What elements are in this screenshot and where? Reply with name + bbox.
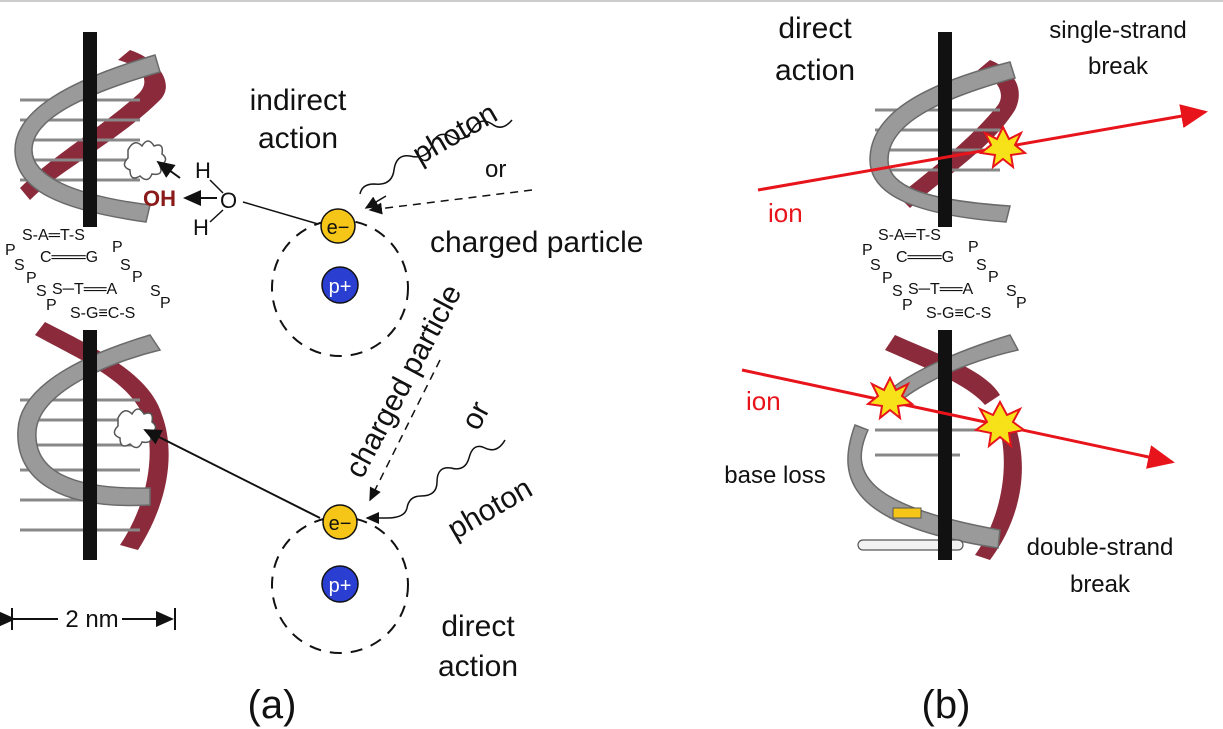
- direct-action-b-line1: direct: [778, 12, 852, 45]
- bp-row4: S-G≡C-S: [70, 305, 135, 322]
- bp-s-right-4: S: [150, 283, 161, 300]
- base-loss-label: base loss: [724, 462, 825, 489]
- water-molecule: H O H OH: [143, 158, 319, 240]
- bpb-p-right-1: P: [968, 239, 979, 256]
- panel-a: P S-A═T-S P S C═══G S P P S S─T══A S P S…: [0, 32, 643, 727]
- bp-row2: C═══G: [40, 249, 98, 266]
- bp-p-left-3: P: [26, 270, 37, 287]
- water-o: O: [220, 188, 237, 213]
- charged-particle-label-top: charged particle: [430, 226, 643, 259]
- proton-bottom: [321, 565, 359, 603]
- direct-action-a-line2: action: [438, 650, 518, 683]
- panel-b: direct action single-strand break P S-A═…: [724, 12, 1208, 727]
- bpb-row4: S-G≡C-S: [926, 305, 991, 322]
- indirect-action-line2: action: [258, 122, 338, 155]
- atom-top: e− p+: [271, 208, 409, 357]
- water-h2: H: [193, 215, 209, 240]
- dna-helix-lower-b: [847, 334, 1022, 560]
- bpb-p-left-1: P: [862, 242, 873, 259]
- caption-a: (a): [248, 683, 297, 727]
- bpb-s-left-4: S: [892, 283, 903, 300]
- hydroxyl-label: OH: [143, 186, 176, 211]
- bp-s-right-2: S: [120, 257, 131, 274]
- bp-p-right-3: P: [132, 269, 143, 286]
- proton-top-label: p+: [329, 276, 352, 298]
- ion-track-top: [757, 104, 1208, 192]
- electron-bottom-label: e−: [329, 513, 352, 535]
- dna-axis-lower-b: [938, 330, 952, 560]
- scale-bar: 2 nm: [0, 606, 176, 633]
- bpb-s-right-2: S: [976, 257, 987, 274]
- lost-base-icon: [892, 507, 922, 519]
- or-label-top: or: [485, 156, 506, 183]
- bp-row1: S-A═T-S: [22, 227, 85, 244]
- bp-p-left-5: P: [46, 297, 57, 314]
- bpb-p-right-3: P: [988, 269, 999, 286]
- dna-axis-upper-b: [938, 32, 952, 227]
- bp-p-left-1: P: [5, 242, 16, 259]
- burst-dsb-1-icon: [865, 375, 915, 421]
- bpb-p-left-3: P: [882, 270, 893, 287]
- bpb-row1: S-A═T-S: [878, 227, 941, 244]
- electron-top-label: e−: [327, 217, 350, 239]
- burst-dsb-2-icon: [973, 399, 1027, 449]
- base-pair-block-b: P S-A═T-S P S C═══G S P P S S─T══A S P S…: [862, 227, 1027, 322]
- bp-p-right-1: P: [112, 239, 123, 256]
- proton-top: [321, 266, 359, 304]
- bpb-s-left-2: S: [870, 257, 881, 274]
- ion-track-bottom: [741, 368, 1175, 469]
- bp-row3: S─T══A: [52, 281, 117, 298]
- dna-axis-lower-a: [83, 330, 97, 560]
- burst-ssb-icon: [978, 124, 1028, 170]
- electron-bottom: [322, 504, 358, 540]
- water-h1: H: [195, 158, 211, 183]
- bp-s-left-4: S: [36, 283, 47, 300]
- bp-s-left-2: S: [14, 257, 25, 274]
- photon-wave-bottom-icon: [386, 439, 506, 519]
- double-strand-break-line2: break: [1070, 571, 1131, 598]
- damage-site-upper-icon: [123, 140, 167, 181]
- single-strand-break-line2: break: [1088, 53, 1149, 80]
- direct-action-a-line1: direct: [441, 610, 515, 643]
- electron-top: [320, 208, 356, 244]
- dna-helix-upper-a: [14, 50, 166, 223]
- indirect-action-line1: indirect: [250, 84, 347, 117]
- bpb-p-right-5: P: [1016, 295, 1027, 312]
- bp-p-right-5: P: [160, 295, 171, 312]
- bpb-row2: C═══G: [896, 249, 954, 266]
- double-strand-break-line1: double-strand: [1027, 534, 1174, 561]
- atom-bottom: e− p+: [271, 504, 409, 654]
- scale-label: 2 nm: [65, 606, 118, 633]
- ion-label-bottom: ion: [746, 386, 781, 416]
- direct-action-b-line2: action: [775, 54, 855, 87]
- base-pair-block-a: P S-A═T-S P S C═══G S P P S S─T══A S P S…: [5, 227, 171, 322]
- single-strand-break-line1: single-strand: [1049, 17, 1186, 44]
- photon-label-bottom: photon: [442, 472, 538, 546]
- caption-b: (b): [922, 683, 971, 727]
- bpb-row3: S─T══A: [908, 281, 973, 298]
- or-label-bottom: or: [455, 396, 497, 435]
- proton-bottom-label: p+: [329, 575, 352, 597]
- damage-site-lower-icon: [113, 408, 157, 449]
- photon-wave-top-icon: [359, 119, 513, 195]
- bpb-s-right-4: S: [1006, 283, 1017, 300]
- dna-axis-upper-a: [83, 32, 97, 227]
- broken-base-pair: [857, 539, 964, 551]
- ion-label-top: ion: [768, 198, 803, 228]
- bpb-p-left-5: P: [902, 297, 913, 314]
